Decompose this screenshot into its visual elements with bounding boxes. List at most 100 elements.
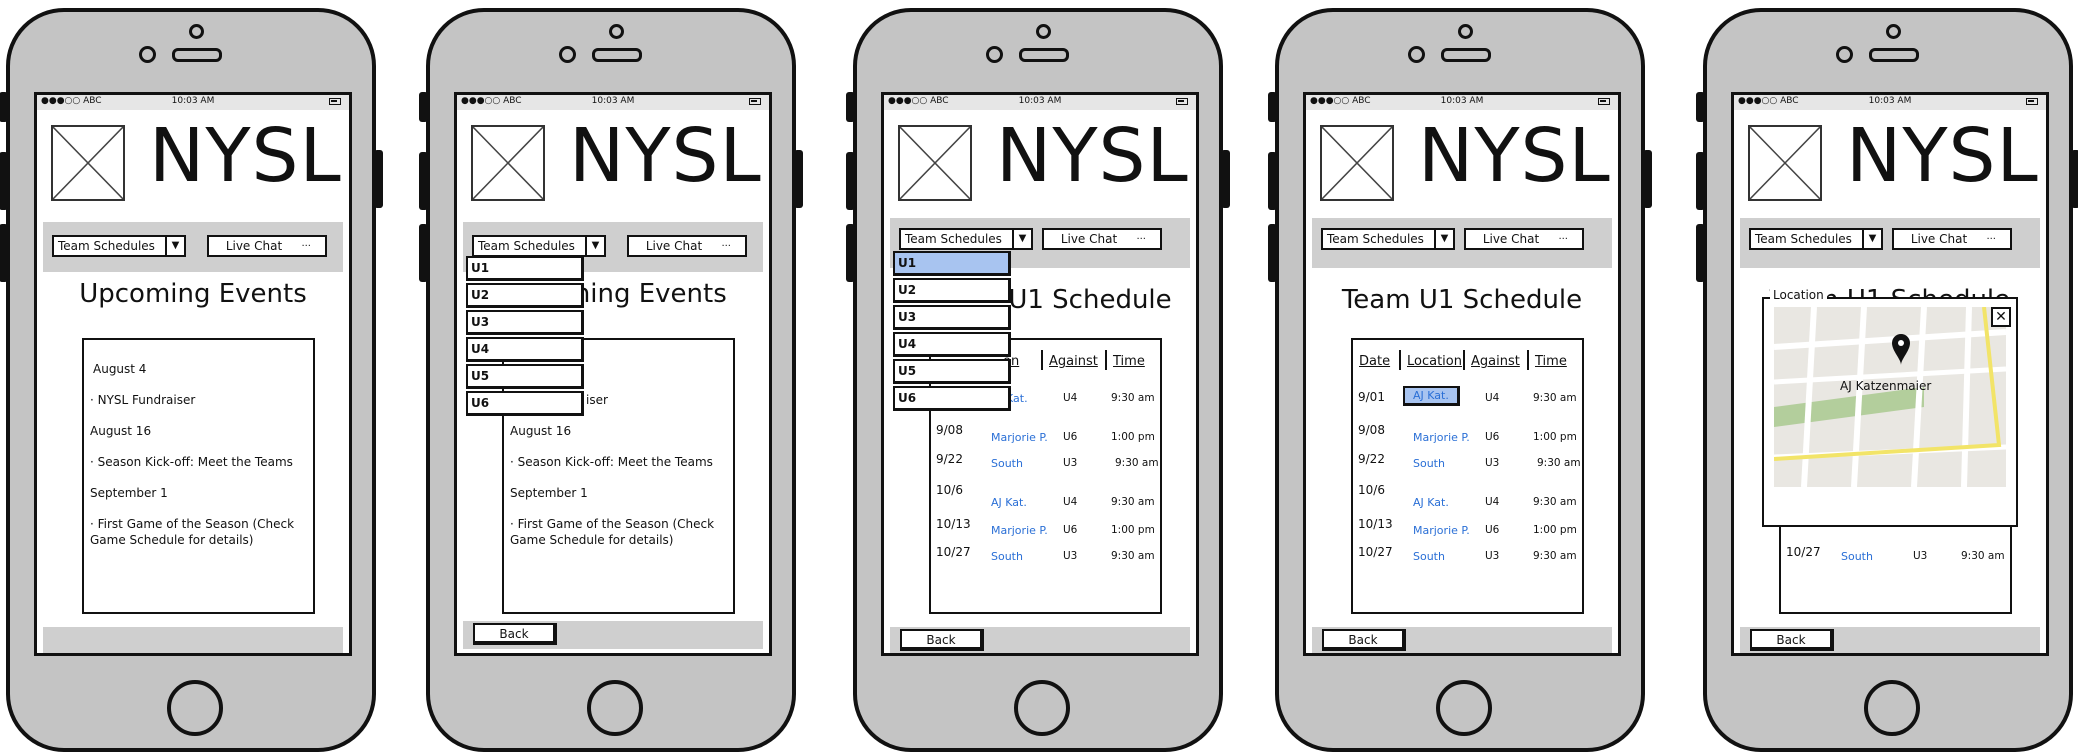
dropdown-option-u4[interactable]: U4 <box>466 337 584 362</box>
col-against-header: Against <box>1049 354 1098 369</box>
row-against: U6 <box>1485 431 1500 443</box>
phone-dropdown: ●●●○○ ABC 10:03 AM NYSL Team Schedules ▼… <box>419 8 803 752</box>
chevron-down-icon[interactable]: ▼ <box>585 237 604 255</box>
row-against: U4 <box>1063 392 1078 404</box>
row-location[interactable]: South <box>991 550 1023 563</box>
location-map[interactable] <box>1774 307 2006 487</box>
back-button[interactable]: Back <box>900 629 984 651</box>
live-chat-label: Live Chat <box>1910 232 1968 246</box>
dropdown-option-u2[interactable]: U2 <box>466 283 584 308</box>
camera-icon <box>1408 46 1425 63</box>
team-schedules-select[interactable]: Team Schedules ▼ <box>52 235 186 257</box>
home-button[interactable] <box>1014 680 1070 736</box>
back-button[interactable]: Back <box>1750 629 1834 651</box>
brand-title: NYSL <box>996 113 1189 199</box>
back-button[interactable]: Back <box>1322 629 1406 651</box>
row-location[interactable]: Marjorie P. <box>1413 431 1470 444</box>
speaker-icon <box>1441 48 1491 62</box>
dropdown-option-u3[interactable]: U3 <box>466 310 584 335</box>
home-button[interactable] <box>1864 680 1920 736</box>
live-chat-button[interactable]: Live Chat ... <box>207 235 327 257</box>
mute-switch <box>846 92 855 122</box>
row-date: 10/27 <box>1786 545 1821 559</box>
row-location[interactable]: South <box>1413 457 1445 470</box>
home-button[interactable] <box>1436 680 1492 736</box>
camera-icon <box>139 46 156 63</box>
speaker-icon <box>1019 48 1069 62</box>
row-time: 9:30 am <box>1111 392 1155 404</box>
status-time: 10:03 AM <box>591 96 635 106</box>
nav-bar: Team Schedules ▼ Live Chat ... <box>1312 218 1612 268</box>
mute-switch <box>419 92 428 122</box>
battery-icon <box>1176 98 1188 105</box>
schedule-table: Date Location Against Time 9/01 AJ Kat. … <box>1351 338 1584 614</box>
chevron-down-icon[interactable]: ▼ <box>165 237 184 255</box>
carrier-signal: ●●●○○ ABC <box>1738 96 1799 106</box>
phone-home: ●●●○○ ABC 10:03 AM NYSL Team Schedules ▼… <box>0 8 383 752</box>
row-location[interactable]: South <box>1841 550 1873 563</box>
row-location-selected[interactable]: AJ Kat. <box>1403 386 1460 406</box>
live-chat-label: Live Chat <box>225 239 283 253</box>
chevron-down-icon[interactable]: ▼ <box>1012 230 1031 248</box>
live-chat-more: ... <box>1136 231 1146 242</box>
row-time: 9:30 am <box>1111 550 1155 562</box>
team-schedules-select[interactable]: Team Schedules ▼ <box>899 228 1033 250</box>
live-chat-button[interactable]: Live Chat ... <box>1464 228 1584 250</box>
live-chat-button[interactable]: Live Chat ... <box>627 235 747 257</box>
dropdown-option-u3[interactable]: U3 <box>893 305 1011 330</box>
sensor-icon <box>189 24 204 39</box>
home-button[interactable] <box>587 680 643 736</box>
chevron-down-icon[interactable]: ▼ <box>1434 230 1453 248</box>
sensor-icon <box>609 24 624 39</box>
team-dropdown-menu: U1 U2 U3 U4 U5 U6 <box>893 251 1011 413</box>
dropdown-option-u6[interactable]: U6 <box>893 386 1011 411</box>
chevron-down-icon[interactable]: ▼ <box>1862 230 1881 248</box>
row-location[interactable]: Marjorie P. <box>1413 524 1470 537</box>
footer-bar: Back <box>890 627 1190 653</box>
battery-icon <box>1598 98 1610 105</box>
event-item: · First Game of the Season (Check Game S… <box>510 517 715 547</box>
row-location[interactable]: South <box>991 457 1023 470</box>
row-time: 1:00 pm <box>1533 431 1577 443</box>
brand-title: NYSL <box>1846 113 2039 199</box>
dropdown-option-u4[interactable]: U4 <box>893 332 1011 357</box>
row-against: U3 <box>1485 457 1500 469</box>
col-time-header: Time <box>1113 354 1145 369</box>
footer-bar: Back <box>1740 627 2040 653</box>
row-location-partial[interactable]: Kat. <box>1006 392 1028 405</box>
col-divider <box>1463 350 1465 370</box>
battery-icon <box>2026 98 2038 105</box>
home-button[interactable] <box>167 680 223 736</box>
close-icon[interactable]: ✕ <box>1991 307 2011 327</box>
row-date: 9/22 <box>936 452 963 466</box>
dropdown-option-u2[interactable]: U2 <box>893 278 1011 303</box>
volume-up-button <box>1696 152 1705 210</box>
team-schedules-select[interactable]: Team Schedules ▼ <box>1749 228 1883 250</box>
dropdown-option-u1[interactable]: U1 <box>466 256 584 281</box>
team-schedules-select[interactable]: Team Schedules ▼ <box>1321 228 1455 250</box>
dropdown-option-u5[interactable]: U5 <box>466 364 584 389</box>
volume-down-button <box>846 224 855 282</box>
event-item: · NYSL Fundraiser <box>90 393 196 407</box>
dropdown-option-u6[interactable]: U6 <box>466 391 584 416</box>
row-location[interactable]: Marjorie P. <box>991 431 1048 444</box>
team-schedules-select[interactable]: Team Schedules ▼ <box>472 235 606 257</box>
row-location[interactable]: AJ Kat. <box>991 496 1027 509</box>
row-location[interactable]: AJ Kat. <box>1413 496 1449 509</box>
live-chat-button[interactable]: Live Chat ... <box>1892 228 2012 250</box>
dropdown-option-u1[interactable]: U1 <box>893 251 1011 276</box>
logo-placeholder-icon <box>1320 125 1394 201</box>
volume-up-button <box>0 152 8 210</box>
speaker-icon <box>1869 48 1919 62</box>
power-button <box>374 150 383 208</box>
back-button[interactable]: Back <box>473 623 557 645</box>
live-chat-button[interactable]: Live Chat ... <box>1042 228 1162 250</box>
screen: ●●●○○ ABC 10:03 AM NYSL Team Schedules ▼… <box>454 92 772 656</box>
status-bar: ●●●○○ ABC 10:03 AM <box>1306 95 1618 110</box>
dropdown-option-u5[interactable]: U5 <box>893 359 1011 384</box>
row-time: 9:30 am <box>1533 392 1577 404</box>
sensor-icon <box>1036 24 1051 39</box>
row-date: 10/13 <box>936 517 971 531</box>
row-location[interactable]: Marjorie P. <box>991 524 1048 537</box>
row-location[interactable]: South <box>1413 550 1445 563</box>
